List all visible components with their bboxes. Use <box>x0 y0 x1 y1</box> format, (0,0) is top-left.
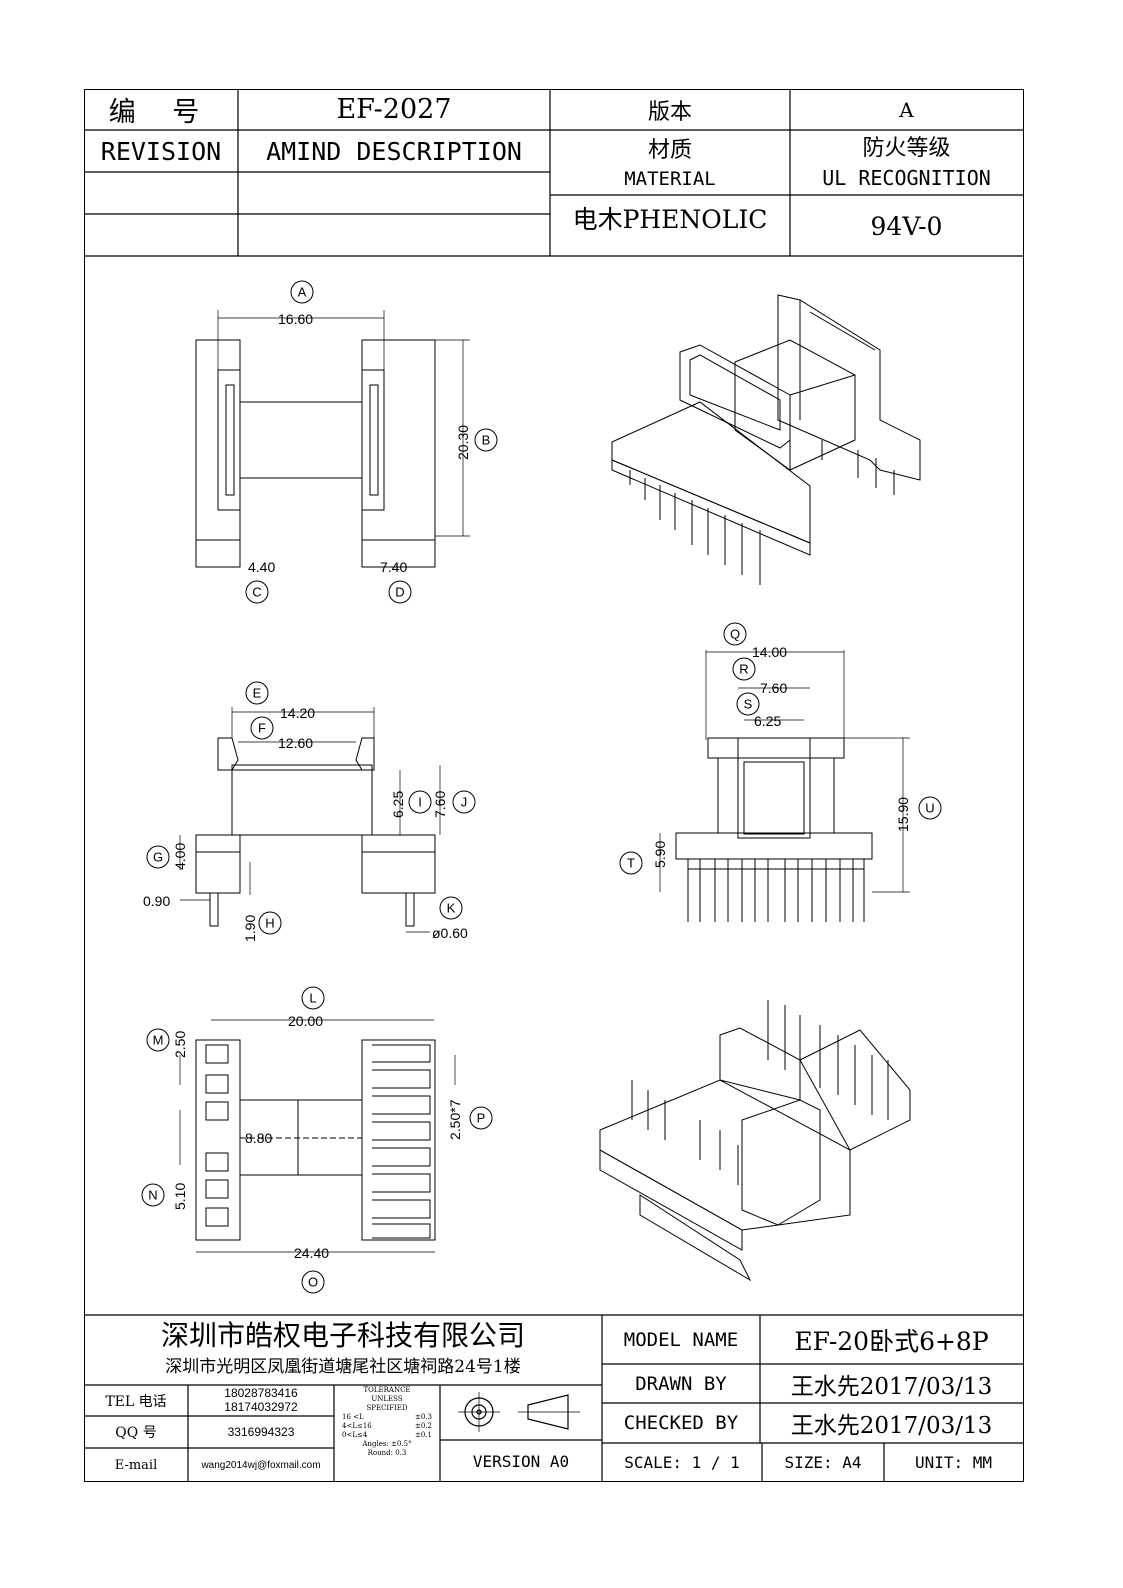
svg-text:I: I <box>418 795 422 810</box>
email-label: E-mail <box>114 1457 158 1473</box>
svg-text:K: K <box>447 901 456 916</box>
material-value: 电木PHENOLIC <box>572 205 768 234</box>
dim-j: 7.60 <box>432 791 448 818</box>
tol-row: 0<L≤4±0.1 <box>342 1431 432 1439</box>
svg-text:G: G <box>153 850 163 865</box>
version-value: A <box>899 97 914 122</box>
svg-text:O: O <box>308 1275 318 1290</box>
tol-row: 4<L≤16±0.2 <box>342 1422 432 1430</box>
svg-text:F: F <box>258 721 266 736</box>
dim-n: 5.10 <box>172 1183 188 1210</box>
svg-text:P: P <box>477 1111 486 1126</box>
tolerance-title-3: SPECIFIED <box>366 1404 408 1412</box>
tel-label: TEL 电话 <box>105 1393 167 1410</box>
isometric-view-2 <box>599 1000 911 1282</box>
side-view <box>619 622 942 922</box>
svg-text:S: S <box>744 697 753 712</box>
svg-text:M: M <box>153 1033 164 1048</box>
model-label: MODEL NAME <box>623 1328 739 1351</box>
drawn-value: 王水先2017/03/13 <box>790 1373 993 1400</box>
top-view <box>195 280 498 604</box>
dim-u: 15.90 <box>895 797 911 832</box>
company-name: 深圳市皓权电子科技有限公司 <box>160 1319 525 1352</box>
number-value: EF-2027 <box>336 94 452 125</box>
dim-g2: 0.90 <box>143 893 170 909</box>
svg-text:Q: Q <box>730 627 740 642</box>
tolerance-title-1: TOLERANCE <box>363 1386 411 1394</box>
dim-f: 12.60 <box>278 735 313 751</box>
company-address: 深圳市光明区凤凰街道塘尾社区塘祠路24号1楼 <box>165 1356 521 1377</box>
svg-text:H: H <box>265 916 274 931</box>
dim-s: 6.25 <box>754 713 781 729</box>
dim-q: 14.00 <box>752 644 787 660</box>
tel-1: 18028783416 <box>224 1386 298 1400</box>
drawing-frame <box>84 89 1024 1482</box>
dim-p: 2.50*7 <box>447 1099 463 1140</box>
tel-2: 18174032972 <box>224 1400 298 1414</box>
version-label: 版本 <box>647 99 692 125</box>
tolerance-block: TOLERANCE UNLESS SPECIFIED 16 <L±0.3 4<L… <box>336 1386 438 1458</box>
dim-l: 20.00 <box>288 1013 323 1029</box>
tol-round: Round: 0.3 <box>367 1449 407 1457</box>
dim-g: 4.00 <box>172 843 188 870</box>
scale-label: SCALE: 1 / 1 <box>624 1453 740 1472</box>
front-view <box>146 681 476 935</box>
svg-text:J: J <box>461 795 468 810</box>
description-label: AMIND DESCRIPTION <box>266 136 522 166</box>
dim-m: 2.50 <box>172 1031 188 1058</box>
dim-k: ø0.60 <box>432 925 468 941</box>
ul-label-cn: 防火等级 <box>862 136 951 161</box>
svg-text:B: B <box>482 433 491 448</box>
svg-text:U: U <box>925 801 934 816</box>
tolerance-title-2: UNLESS <box>371 1395 403 1403</box>
dimension-letters: A B C D E F I J G H K Q R S T U L M P N O <box>148 285 934 1290</box>
ul-label-en: UL RECOGNITION <box>822 166 991 190</box>
tol-angles: Angles: ±0.5° <box>362 1440 412 1448</box>
dim-r: 7.60 <box>760 680 787 696</box>
bottom-view <box>141 986 493 1294</box>
size-label: SIZE: A4 <box>784 1453 862 1472</box>
qq-label: QQ 号 <box>115 1425 157 1441</box>
dim-center: 8.80 <box>245 1130 272 1146</box>
dim-a: 16.60 <box>278 311 313 327</box>
svg-text:A: A <box>298 285 307 300</box>
svg-text:T: T <box>627 856 635 871</box>
material-label-cn: 材质 <box>647 138 692 163</box>
email-value: wang2014wj@foxmail.com <box>201 1459 321 1471</box>
tol-row: 16 <L±0.3 <box>342 1413 432 1421</box>
checked-value: 王水先2017/03/13 <box>790 1413 993 1439</box>
ul-value: 94V-0 <box>870 211 943 241</box>
unit-label: UNIT: MM <box>914 1453 993 1472</box>
svg-text:C: C <box>252 585 261 600</box>
version-a0: VERSION A0 <box>472 1451 570 1471</box>
qq-value: 3316994323 <box>227 1425 295 1439</box>
number-label: 编 号 <box>108 97 214 128</box>
dim-o: 24.40 <box>294 1245 329 1261</box>
svg-text:D: D <box>395 585 404 600</box>
dim-c: 4.40 <box>248 559 275 575</box>
svg-text:E: E <box>253 686 262 701</box>
model-value: EF-20卧式6+8P <box>794 1326 989 1356</box>
dim-t: 5.90 <box>652 841 668 868</box>
checked-label: CHECKED BY <box>623 1412 739 1434</box>
isometric-view-1 <box>611 294 921 585</box>
material-label-en: MATERIAL <box>624 168 716 190</box>
dim-d: 7.40 <box>380 559 407 575</box>
svg-text:R: R <box>739 662 748 677</box>
dim-e: 14.20 <box>280 705 315 721</box>
revision-label: REVISION <box>100 136 222 166</box>
dim-h: 1.90 <box>242 915 258 942</box>
svg-text:N: N <box>148 1188 157 1203</box>
tel-values: 18028783416 18174032972 <box>188 1386 334 1414</box>
drawn-label: DRAWN BY <box>635 1372 727 1395</box>
dim-i: 6.25 <box>390 791 406 818</box>
dim-b: 20.30 <box>455 425 471 460</box>
svg-text:L: L <box>309 991 316 1006</box>
